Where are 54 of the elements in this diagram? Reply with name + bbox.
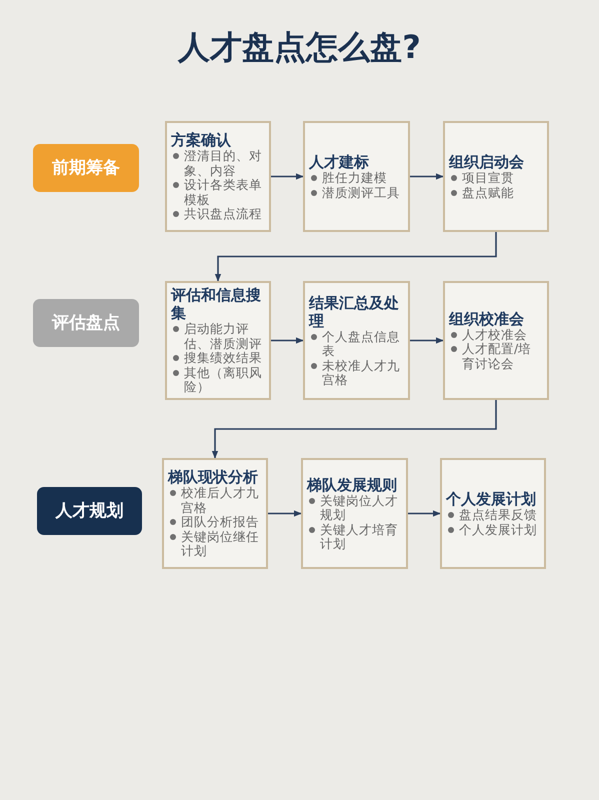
box-heading: 组织启动会 xyxy=(449,153,524,171)
bullet-text: 个人盘点信息表 xyxy=(322,330,401,358)
bullet-text: 团队分析报告 xyxy=(181,515,260,530)
stage-label: 评估盘点 xyxy=(52,312,120,334)
process-box xyxy=(443,281,549,400)
process-box xyxy=(443,121,549,232)
process-box xyxy=(303,121,410,232)
box-heading: 方案确认 xyxy=(171,131,231,150)
arrow xyxy=(410,337,444,344)
bullet-text: 搜集绩效结果 xyxy=(184,351,263,366)
stage-label: 前期筹备 xyxy=(52,157,120,179)
box-heading: 梯队发展规则 xyxy=(307,476,397,494)
process-box xyxy=(165,121,271,232)
bullet-text: 项目宣贯 xyxy=(462,171,515,186)
box-heading: 组织校准会 xyxy=(449,310,524,328)
arrow xyxy=(214,232,497,282)
bullet-text: 共识盘点流程 xyxy=(184,207,263,222)
bullet-text: 个人发展计划 xyxy=(459,522,538,537)
bullet-text: 关键人才培育计划 xyxy=(320,522,399,552)
title: 人才盘点怎么盘? xyxy=(178,27,421,68)
box-heading: 评估和信息搜集 xyxy=(171,286,262,322)
arrow xyxy=(268,510,302,517)
process-box xyxy=(301,458,408,569)
bullet-text: 盘点赋能 xyxy=(462,186,515,200)
bullet-text: 其他（离职风险） xyxy=(184,366,263,395)
arrow xyxy=(271,337,304,344)
box-heading: 梯队现状分析 xyxy=(168,468,258,486)
box-heading: 人才建标 xyxy=(309,153,369,171)
bullet-text: 人才校准会 xyxy=(462,328,528,342)
process-box xyxy=(440,458,546,569)
bullet-text: 未校准人才九宫格 xyxy=(322,358,401,388)
bullet-text: 胜任力建模 xyxy=(322,171,388,186)
process-box xyxy=(162,458,268,569)
bullet-text: 校准后人才九宫格 xyxy=(181,486,260,516)
box-heading: 个人发展计划 xyxy=(446,490,536,508)
bullet-text: 盘点结果反馈 xyxy=(459,508,538,522)
stage-box xyxy=(37,487,142,535)
arrow xyxy=(271,173,304,180)
stage-box xyxy=(33,299,139,347)
bullet-text: 设计各类表单模板 xyxy=(184,178,263,208)
arrow xyxy=(410,173,444,180)
bullet-text: 人才配置/培育讨论会 xyxy=(462,342,532,372)
process-box xyxy=(165,281,271,400)
stage-box xyxy=(33,144,139,192)
arrow xyxy=(408,510,441,517)
process-box xyxy=(303,281,410,400)
stage-label: 人才规划 xyxy=(56,500,124,522)
bullet-text: 澄清目的、对象、内容 xyxy=(184,149,263,178)
bullet-text: 关键岗位人才规划 xyxy=(320,494,399,522)
bullet-text: 关键岗位继任计划 xyxy=(181,530,260,559)
arrow xyxy=(212,400,497,459)
bullet-text: 潜质测评工具 xyxy=(322,186,401,200)
box-heading: 结果汇总及处理 xyxy=(309,294,400,330)
bullet-text: 启动能力评估、潜质测评 xyxy=(184,322,263,352)
